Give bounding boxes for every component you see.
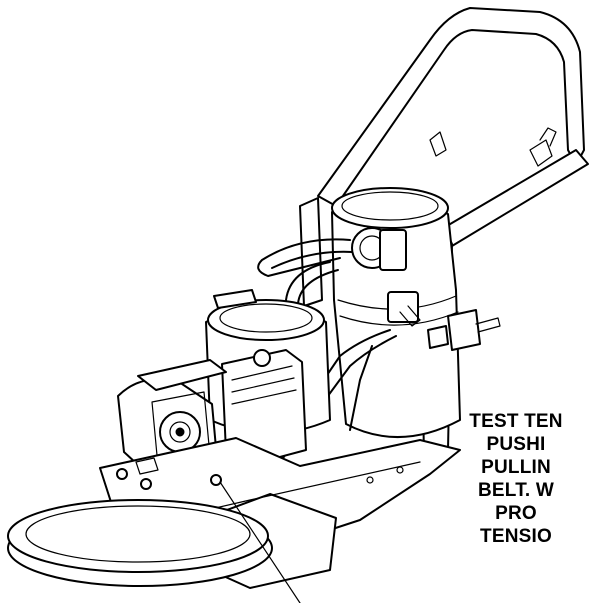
note-line-3: PULLIN	[481, 457, 551, 478]
handle-tube-right	[440, 150, 588, 246]
pad-driver	[8, 500, 272, 586]
engine-top-ring	[208, 300, 324, 340]
note-line-2: PUSHI	[486, 434, 546, 455]
tank-collar-top	[332, 188, 448, 228]
regulator-assembly	[258, 228, 500, 350]
mount-plate-left	[428, 326, 448, 348]
note-line-1: TEST TEN	[469, 411, 563, 432]
leader-line	[220, 482, 300, 603]
deck-bolt-1	[117, 469, 127, 479]
regulator-body	[380, 230, 406, 270]
starter-pulley-inner	[170, 422, 190, 442]
tank-ring-2	[340, 312, 458, 325]
side-bracket	[448, 310, 480, 350]
callout-note: TEST TEN PUSHI PULLIN BELT. W PRO TENSIO	[396, 410, 592, 548]
bracket-pin	[476, 318, 500, 332]
control-box-ribs	[232, 366, 296, 404]
starter-top	[138, 360, 226, 390]
hose-upper-2	[272, 252, 352, 268]
note-line-4: BELT. W	[478, 480, 554, 501]
note-line-5: PRO	[495, 503, 537, 524]
deck-hole-2	[367, 477, 373, 483]
pad-disc-top	[8, 500, 268, 572]
engine	[118, 290, 330, 479]
deck-hole-1	[397, 467, 403, 473]
hose-loop-2	[298, 270, 338, 304]
note-line-6: TENSIO	[480, 526, 552, 547]
deck-nut	[136, 458, 158, 474]
deck-bolt-3	[211, 475, 221, 485]
handle	[318, 8, 588, 246]
handle-clip	[430, 132, 446, 156]
tank-collar-inner	[342, 192, 438, 220]
valve-block	[388, 292, 418, 322]
handle-lever	[530, 128, 556, 166]
engine-shroud-bracket	[214, 290, 256, 308]
pad-disc-rim	[26, 506, 250, 562]
fuel-line-3	[350, 346, 372, 430]
deck-bolt-2	[141, 479, 151, 489]
valve-knob	[400, 306, 420, 326]
engine-top-inner	[220, 304, 312, 332]
control-cap	[254, 350, 270, 366]
hose-upper	[258, 239, 350, 276]
starter-hub	[176, 428, 184, 436]
